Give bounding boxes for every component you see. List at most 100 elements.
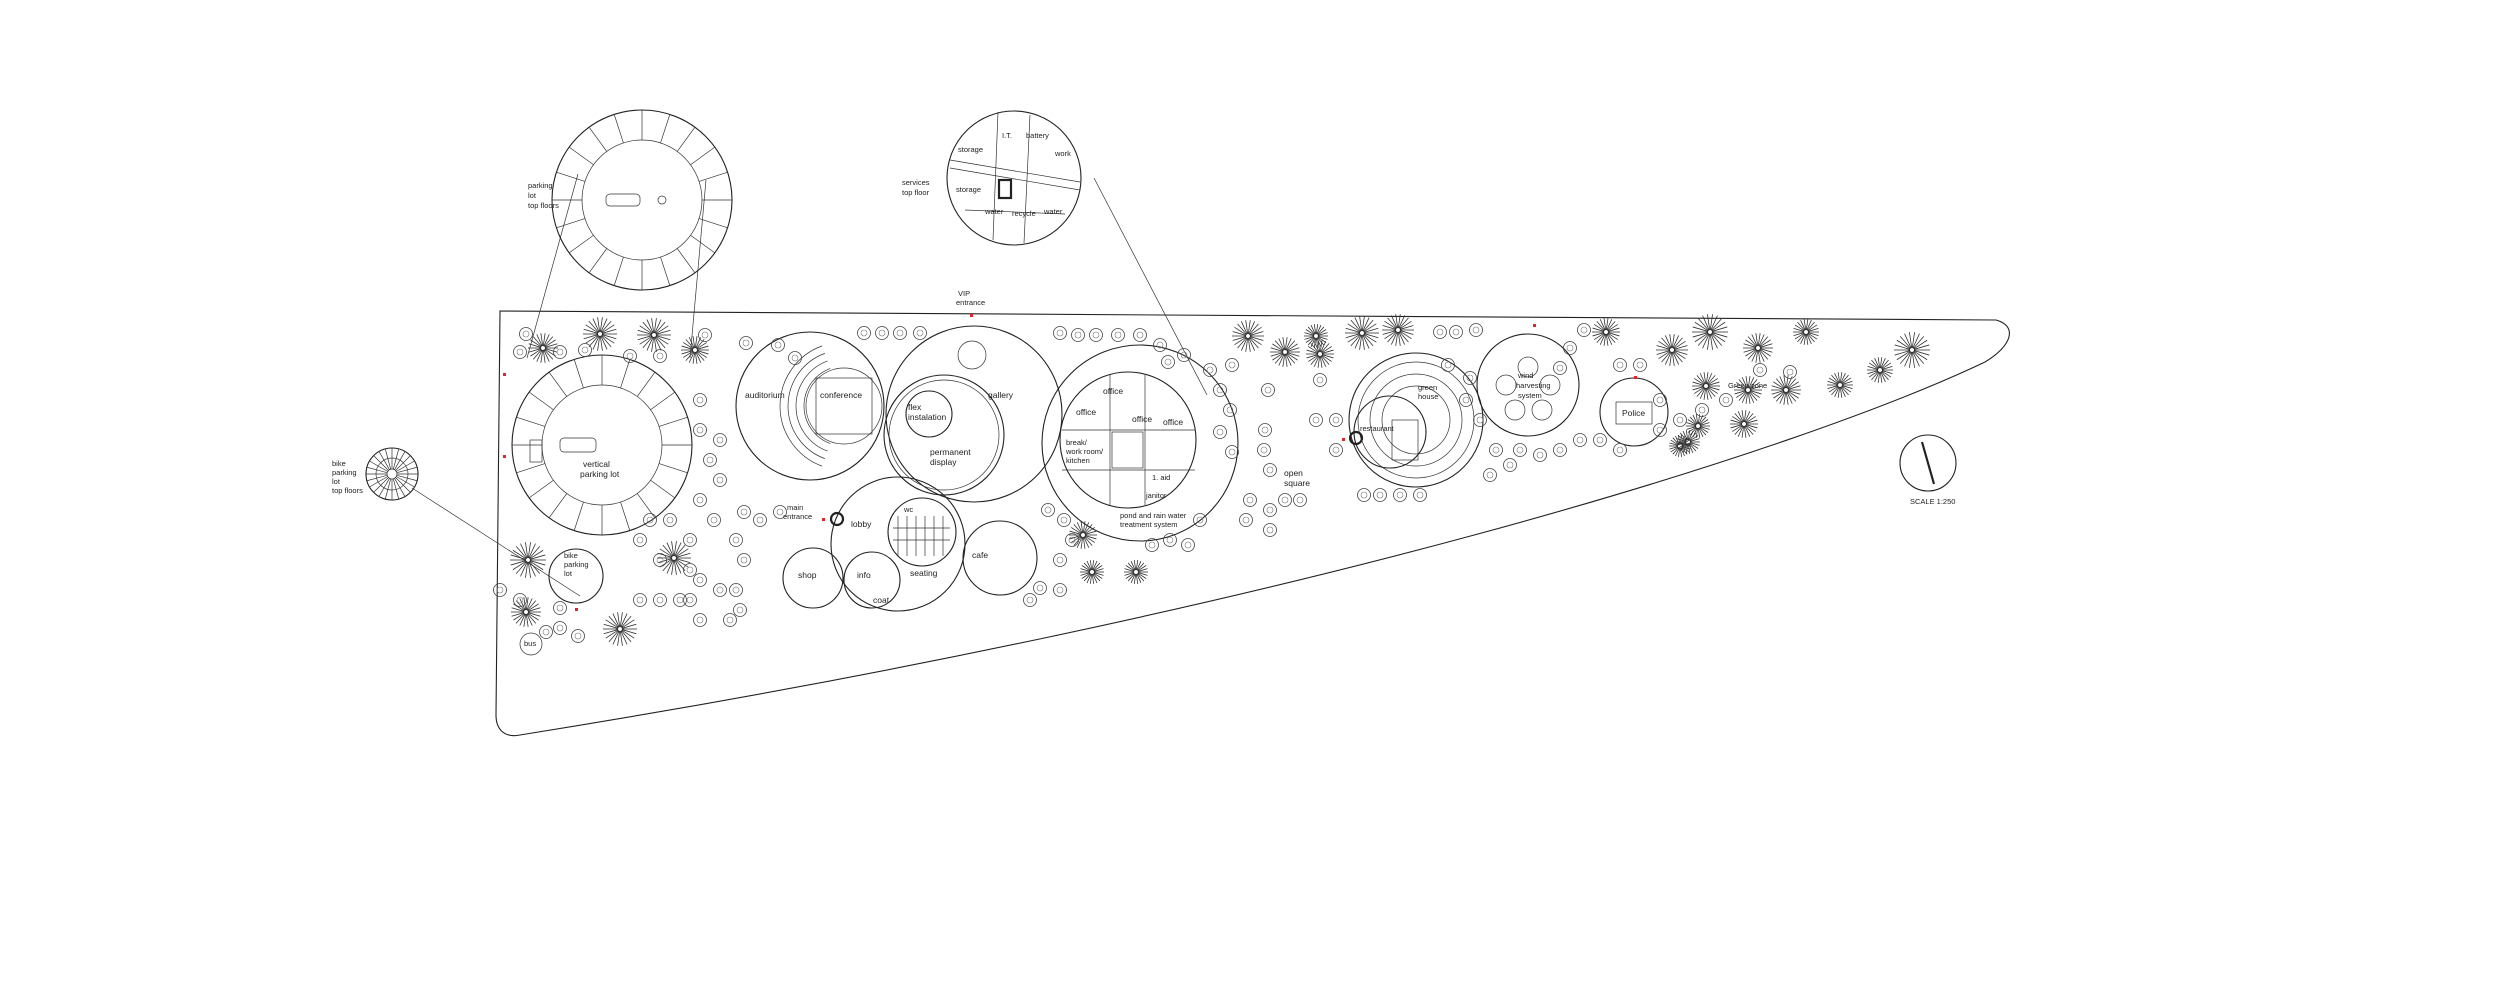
- bush-icon: [1239, 513, 1253, 527]
- bike-top-label-4: top floors: [332, 486, 363, 495]
- bush-icon: [713, 583, 727, 597]
- bush-icon: [693, 613, 707, 627]
- bush-icon: [643, 513, 657, 527]
- bush-icon: [1213, 383, 1227, 397]
- scale-label: SCALE 1:250: [1910, 497, 1955, 506]
- vertical-parking-label-2: parking lot: [580, 469, 620, 479]
- bush-icon: [1563, 341, 1577, 355]
- cafe-label: cafe: [972, 550, 988, 560]
- auditorium-label: auditorium: [745, 390, 785, 400]
- bush-icon: [1653, 393, 1667, 407]
- bush-icon: [729, 583, 743, 597]
- break-label-3: kitchen: [1066, 456, 1090, 465]
- work-label: work: [1054, 149, 1071, 158]
- bush-icon: [653, 553, 667, 567]
- bush-icon: [733, 603, 747, 617]
- bush-icon: [875, 326, 889, 340]
- recycle-label: recycle: [1012, 209, 1036, 218]
- bush-icon: [1258, 423, 1272, 437]
- bush-icon: [1533, 448, 1547, 462]
- bush-icon: [553, 345, 567, 359]
- info-label: info: [857, 570, 871, 580]
- tree-icon: [528, 333, 558, 363]
- tree-icon: [657, 541, 691, 575]
- bush-icon: [539, 625, 553, 639]
- tree-icon: [1686, 414, 1710, 438]
- shop-label: shop: [798, 570, 817, 580]
- bush-icon: [753, 513, 767, 527]
- bush-icon: [1695, 403, 1709, 417]
- bush-icon: [1071, 328, 1085, 342]
- bush-icon: [1783, 365, 1797, 379]
- bike-top-floors-detail: bike parking lot top floors: [332, 447, 419, 501]
- tree-icon: [1345, 316, 1379, 350]
- parking-top-label-3: top floors: [528, 201, 559, 210]
- open-square-label-2: square: [1284, 478, 1310, 488]
- bush-icon: [623, 349, 637, 363]
- first-aid-label: 1. aid: [1152, 473, 1170, 482]
- bush-icon: [673, 593, 687, 607]
- bush-icon: [1033, 581, 1047, 595]
- tree-icon: [1232, 320, 1264, 352]
- green-house: green house restaurant: [1348, 352, 1484, 488]
- bush-icon: [1257, 443, 1271, 457]
- tree-icon: [583, 317, 617, 351]
- entrance-markers: [503, 314, 1637, 611]
- office-label-2: office: [1076, 407, 1096, 417]
- bush-icon: [693, 493, 707, 507]
- tree-icon: [681, 336, 709, 364]
- flex-label-1: flex: [908, 402, 922, 412]
- bush-icon: [1719, 393, 1733, 407]
- bush-icon: [1053, 553, 1067, 567]
- conference-label: conference: [820, 390, 862, 400]
- bush-icon: [1193, 513, 1207, 527]
- tree-icon: [1867, 357, 1893, 383]
- bush-icon: [723, 613, 737, 627]
- bush-icon: [1041, 503, 1055, 517]
- tree-icon: [1692, 372, 1720, 400]
- tree-icon: [1692, 314, 1728, 350]
- bush-icon: [1673, 413, 1687, 427]
- bushes: [493, 323, 1797, 643]
- open-square-label-1: open: [1284, 468, 1303, 478]
- callout-lines: [411, 173, 1208, 597]
- bush-icon: [1278, 493, 1292, 507]
- bush-icon: [693, 423, 707, 437]
- bush-icon: [1613, 443, 1627, 457]
- bush-icon: [553, 621, 567, 635]
- bush-icon: [513, 345, 527, 359]
- bush-icon: [1473, 413, 1487, 427]
- bus-label: bus: [524, 639, 536, 648]
- bush-icon: [1613, 358, 1627, 372]
- tree-icon: [1592, 318, 1620, 346]
- wind-harvesting: wind harvesting system: [1476, 333, 1580, 437]
- bush-icon: [729, 533, 743, 547]
- tree-icon: [1771, 375, 1801, 405]
- it-label: I.T.: [1002, 131, 1012, 140]
- bush-icon: [683, 593, 697, 607]
- bush-icon: [513, 593, 527, 607]
- bush-icon: [1261, 383, 1275, 397]
- bush-icon: [698, 328, 712, 342]
- bike-top-label-3: lot: [332, 477, 341, 486]
- bush-icon: [739, 336, 753, 350]
- bush-icon: [1329, 413, 1343, 427]
- parking-top-label-1: parking: [528, 181, 553, 190]
- trees: [510, 314, 1930, 646]
- battery-label: battery: [1026, 131, 1049, 140]
- tree-icon: [1793, 319, 1819, 345]
- tree-icon: [1270, 337, 1300, 367]
- bush-icon: [1483, 468, 1497, 482]
- bike-ground-label-2: parking: [564, 560, 589, 569]
- bush-icon: [1145, 538, 1159, 552]
- parking-top-label-2: lot: [528, 191, 537, 200]
- wind-label-1: wind: [1517, 371, 1533, 380]
- bush-icon: [1203, 363, 1217, 377]
- water-label-1: water: [984, 207, 1004, 216]
- bush-icon: [707, 513, 721, 527]
- bush-icon: [1161, 355, 1175, 369]
- tree-icon: [1734, 376, 1762, 404]
- break-label-2: work room/: [1065, 447, 1104, 456]
- coat-label: coat: [873, 595, 890, 605]
